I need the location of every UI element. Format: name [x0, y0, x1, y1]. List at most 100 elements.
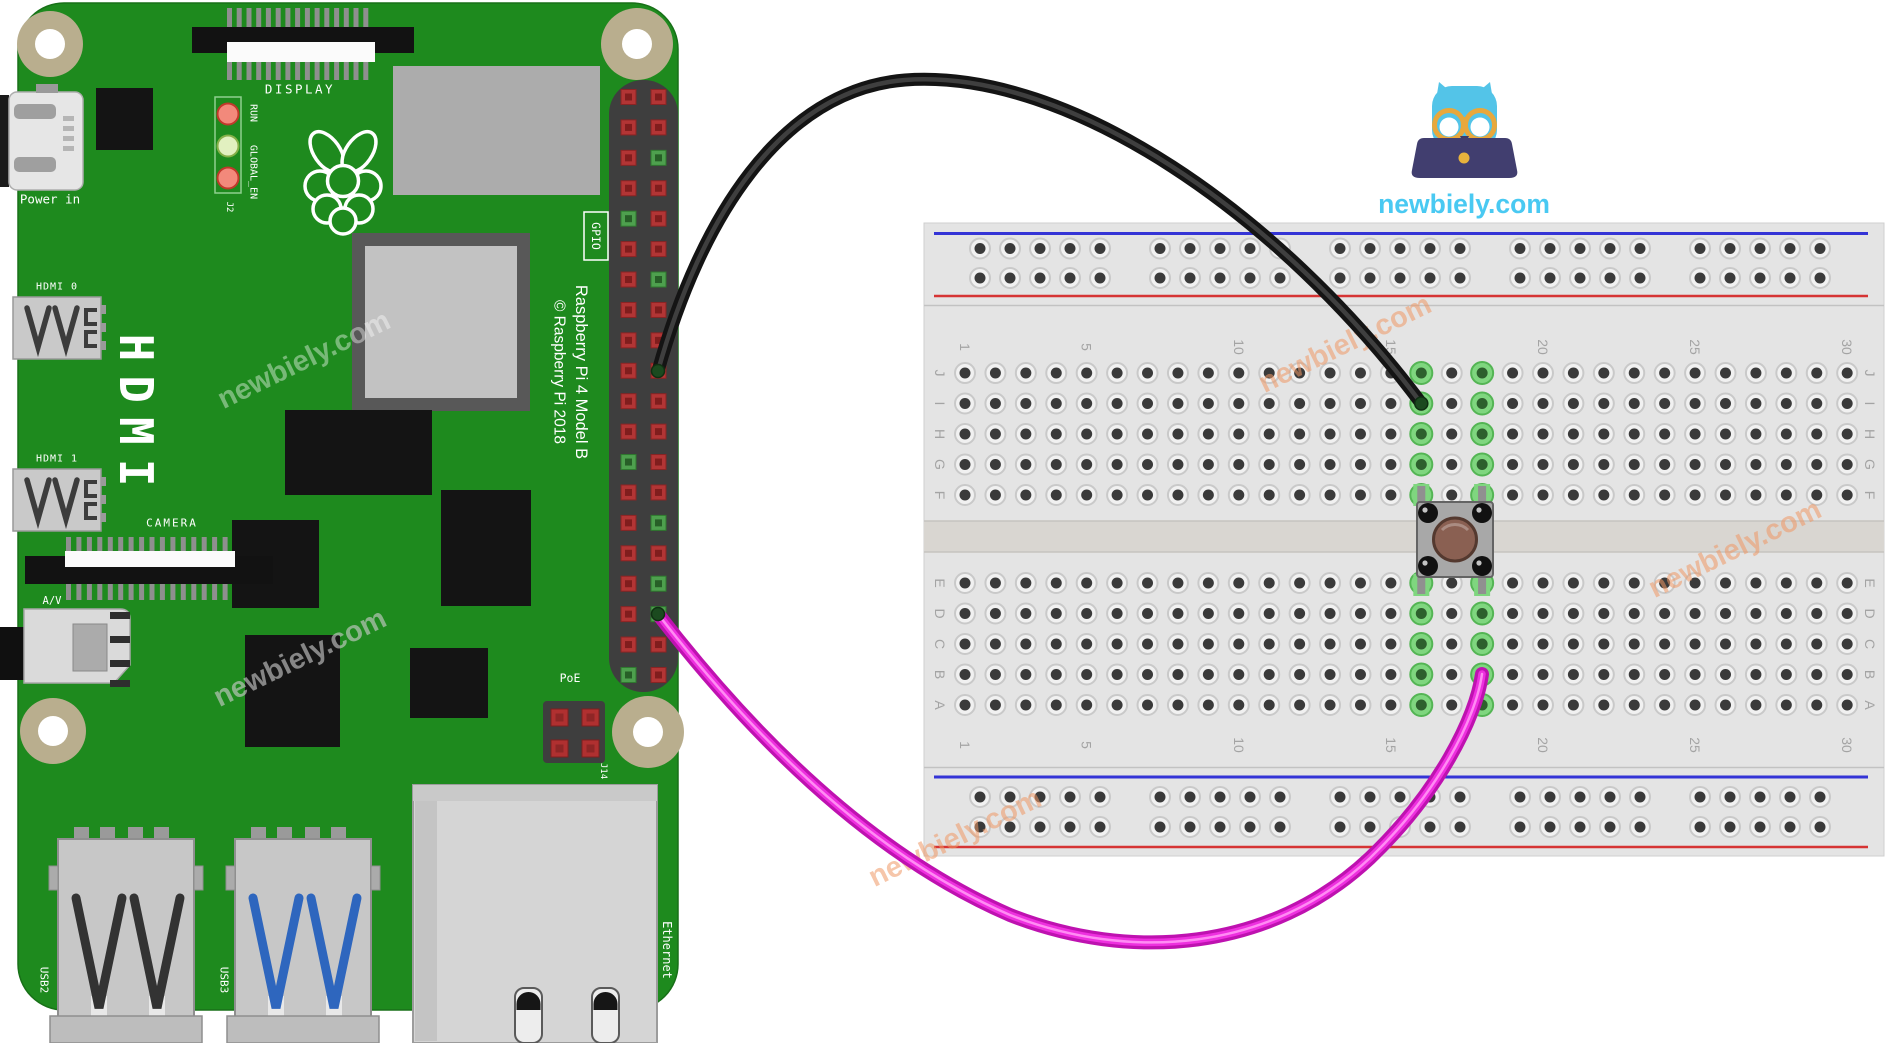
button-leg: [1417, 486, 1426, 504]
connector-teeth: [246, 8, 252, 29]
wire-endpoint: [650, 363, 666, 379]
usb2-label: USB2: [38, 967, 51, 994]
run-label: RUN: [248, 104, 259, 122]
row-label: D: [932, 608, 948, 618]
column-label: 20: [1535, 339, 1551, 355]
row-label: E: [932, 578, 948, 587]
connector-teeth: [334, 8, 340, 29]
connector-teeth: [304, 8, 310, 29]
button-corner-pin: [1418, 503, 1438, 523]
connector-teeth: [149, 537, 155, 553]
column-label: 1: [957, 741, 973, 749]
connector-teeth: [76, 584, 82, 600]
row-label: H: [1862, 429, 1878, 439]
connector-teeth: [97, 584, 103, 600]
row-label: I: [932, 402, 948, 406]
connector-teeth: [227, 62, 232, 80]
column-label: 20: [1535, 737, 1551, 753]
usb3-label: USB3: [218, 967, 231, 994]
connector-teeth: [324, 8, 330, 29]
connector-teeth: [159, 537, 165, 553]
column-label: 25: [1687, 737, 1703, 753]
chip: [285, 410, 432, 495]
connector-teeth: [139, 537, 145, 553]
j14-label: J14: [598, 763, 608, 779]
column-label: 25: [1687, 339, 1703, 355]
connector-teeth: [275, 8, 281, 29]
poe-label: PoE: [560, 671, 581, 685]
av-jack: [0, 608, 131, 687]
newbiely-logo: newbiely.com: [1378, 82, 1550, 219]
connector-teeth: [275, 62, 281, 80]
copyright-label: © Raspberry Pi 2018: [551, 300, 568, 444]
column-label: 1: [957, 343, 973, 351]
connector-teeth: [201, 537, 207, 553]
connector-teeth: [191, 537, 197, 553]
connector-teeth: [227, 8, 232, 29]
wires: [650, 72, 1489, 950]
connector-teeth: [107, 537, 113, 553]
row-label: E: [1862, 578, 1878, 587]
connector-teeth: [363, 8, 369, 29]
connector-teeth: [236, 8, 242, 29]
row-label: A: [932, 700, 948, 710]
connector-teeth: [212, 584, 218, 600]
connector-teeth: [76, 537, 82, 553]
usb2-port: [48, 827, 204, 1043]
column-label: 30: [1839, 339, 1855, 355]
connector-teeth: [139, 584, 145, 600]
chip: [410, 648, 488, 718]
chip: [441, 490, 531, 606]
status-leds: [214, 96, 242, 194]
power-in-connector: [0, 84, 84, 191]
usb3-port: [225, 827, 381, 1043]
av-label: A/V: [43, 595, 63, 607]
connector-teeth: [246, 62, 252, 80]
connector-teeth: [191, 584, 197, 600]
connector-teeth: [201, 584, 207, 600]
connector-teeth: [170, 537, 176, 553]
row-label: J: [1862, 370, 1878, 377]
gpio-header: [609, 80, 678, 692]
row-label: J: [932, 370, 948, 377]
gpio-label-box: [583, 211, 609, 261]
connector-teeth: [353, 62, 359, 80]
hdmi1-label: HDMI 1: [36, 454, 78, 465]
connector-teeth: [66, 584, 71, 600]
ethernet-label: Ethernet: [660, 921, 674, 979]
raspberry-pi-logo: [303, 129, 383, 236]
connector-teeth: [128, 584, 134, 600]
led: [216, 166, 240, 190]
row-label: F: [932, 491, 948, 500]
connector-teeth: [353, 8, 359, 29]
column-label: 10: [1231, 737, 1247, 753]
connector-teeth: [285, 62, 291, 80]
column-label: 10: [1231, 339, 1247, 355]
connector-teeth: [170, 584, 176, 600]
row-label: C: [932, 639, 948, 649]
column-label: 30: [1839, 737, 1855, 753]
metal-shield: [393, 66, 600, 195]
row-label: B: [932, 670, 948, 679]
button-corner-pin: [1472, 556, 1492, 576]
button-corner-pin: [1418, 556, 1438, 576]
breadboard-center-channel: [924, 521, 1884, 552]
logo-text: newbiely.com: [1378, 189, 1550, 219]
wire-endpoint: [1414, 396, 1429, 411]
connector-teeth: [295, 8, 301, 29]
connector-teeth: [149, 584, 155, 600]
connector-teeth: [128, 537, 134, 553]
gpio-label: GPIO: [589, 222, 603, 250]
connector-teeth: [295, 62, 301, 80]
camera-label: CAMERA: [146, 517, 198, 530]
row-label: G: [1862, 459, 1878, 470]
led: [216, 102, 240, 126]
connector-teeth: [222, 584, 228, 600]
connector-teeth: [118, 584, 124, 600]
button-cap: [1432, 516, 1478, 563]
row-label: F: [1862, 491, 1878, 500]
